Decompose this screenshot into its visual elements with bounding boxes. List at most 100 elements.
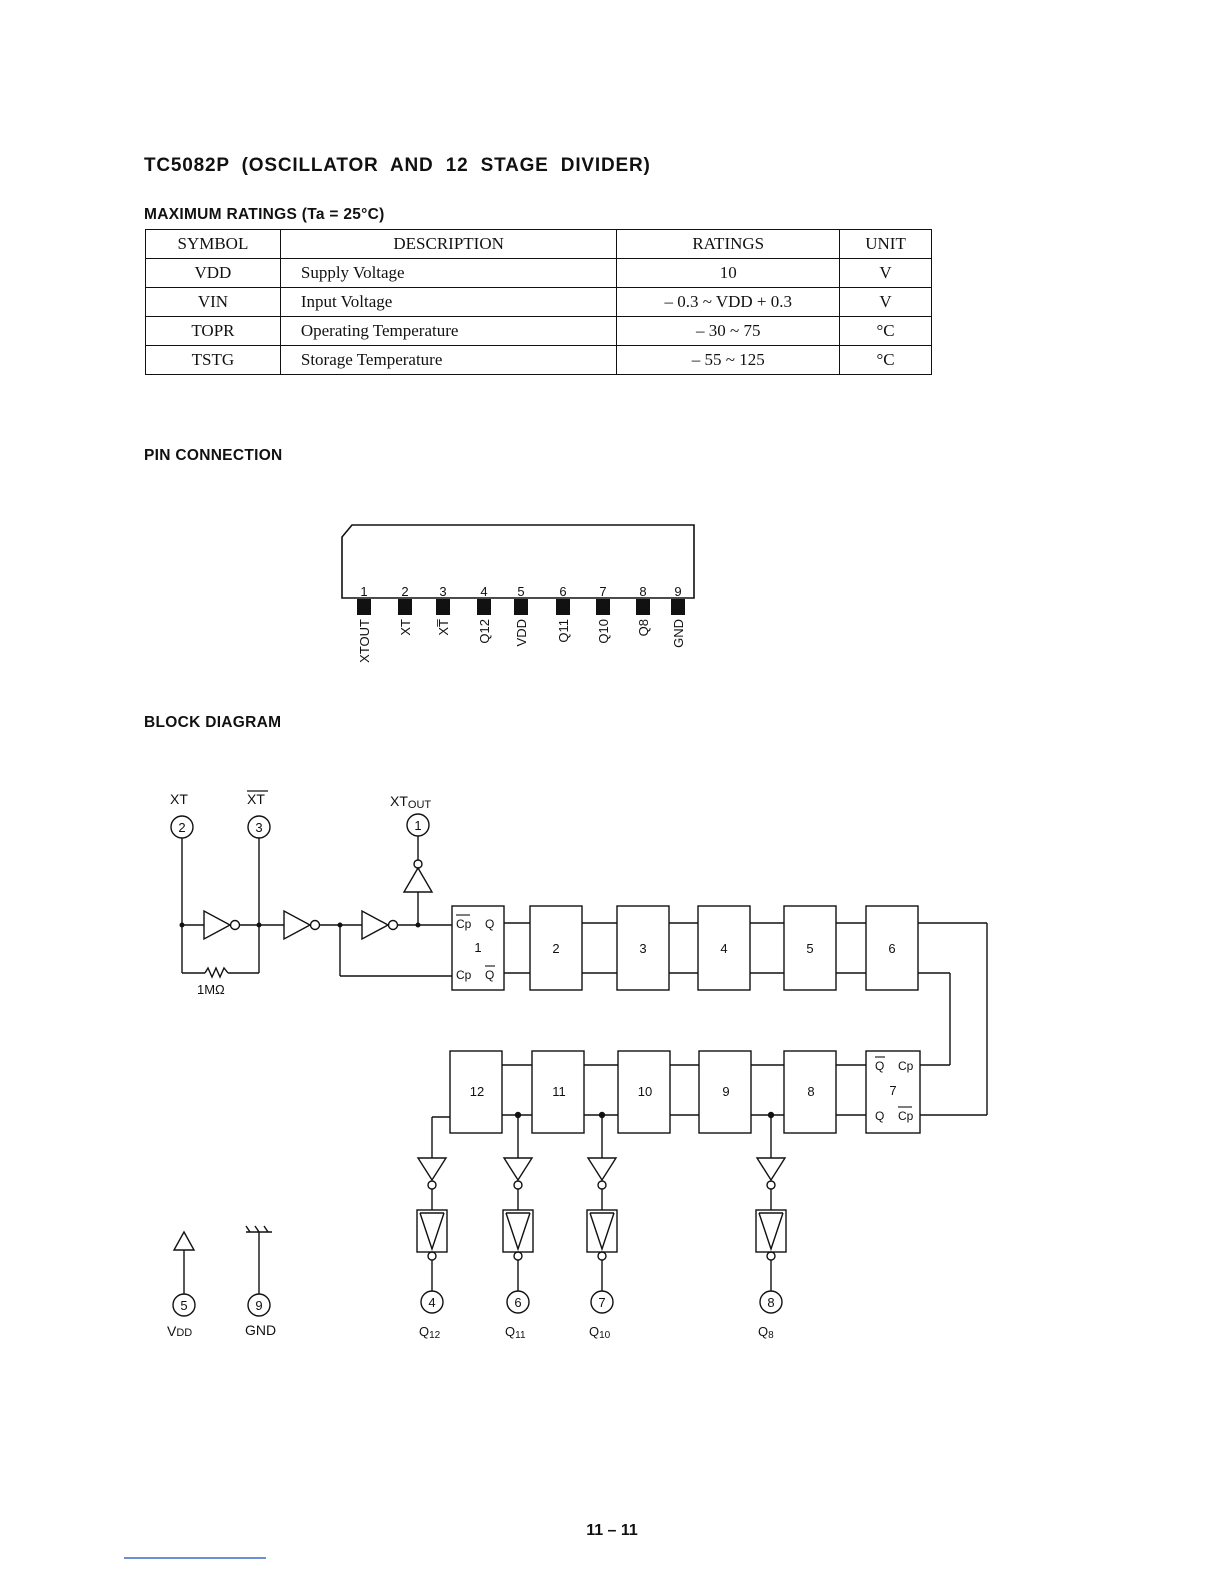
- cp-bar-label: Cp: [456, 917, 472, 931]
- table-row: VDD Supply Voltage 10 V: [145, 258, 932, 288]
- xt-label: XT: [170, 791, 188, 807]
- q-label: Q: [875, 1109, 884, 1123]
- stage-number: 7: [889, 1083, 896, 1098]
- divider-stage: [616, 905, 670, 991]
- pin-name: XTOUT: [357, 619, 372, 663]
- page-title: TC5082P (OSCILLATOR AND 12 STAGE DIVIDER…: [144, 155, 651, 176]
- output-label: Q8: [758, 1324, 774, 1341]
- pin-name: GND: [671, 619, 686, 648]
- stage-number: 12: [470, 1084, 484, 1099]
- stage-number: 4: [720, 941, 727, 956]
- pin-name: XT̅: [436, 619, 451, 636]
- stage-number: 9: [722, 1084, 729, 1099]
- block-diagram-heading: BLOCK DIAGRAM: [144, 714, 282, 731]
- scan-mark: [124, 1557, 266, 1559]
- pin-5-number: 5: [180, 1298, 187, 1313]
- resistor-icon: [204, 966, 229, 979]
- pin-number: 3: [439, 584, 446, 599]
- output-pin-number: 4: [428, 1295, 435, 1310]
- ratings-heading: MAXIMUM RATINGS (Ta = 25°C): [144, 206, 385, 223]
- divider-stage: [783, 905, 837, 991]
- symbol-cell: VDD: [145, 258, 281, 288]
- pin-2-number: 2: [178, 820, 185, 835]
- divider-stage: [617, 1050, 671, 1134]
- pin-lead: [398, 599, 412, 615]
- pin-circle: [247, 1293, 271, 1317]
- pin-lead: [556, 599, 570, 615]
- divider-stage: [865, 1050, 921, 1134]
- pin-number: 6: [559, 584, 566, 599]
- symbol-cell: VIN: [145, 287, 281, 317]
- divider-stage: [531, 1050, 585, 1134]
- buffer-icon: [586, 1157, 618, 1182]
- rating-cell: – 0.3 ~ VDD + 0.3: [616, 287, 841, 317]
- description-cell: Storage Temperature: [279, 345, 618, 375]
- stage-number: 2: [552, 941, 559, 956]
- description-cell: Operating Temperature: [279, 316, 618, 346]
- divider-stage: [783, 1050, 837, 1134]
- pin-name: XT: [398, 619, 413, 636]
- stage-number: 5: [806, 941, 813, 956]
- pin-number: 1: [360, 584, 367, 599]
- pin-name: Q10: [596, 619, 611, 644]
- rating-cell: 10: [616, 258, 841, 288]
- q-bar-label: Q: [875, 1059, 884, 1073]
- symbol-cell: TOPR: [145, 316, 281, 346]
- pin-number: 4: [480, 584, 487, 599]
- xtout-label: XTOUT: [390, 793, 431, 811]
- cp-label: Cp: [898, 1059, 914, 1073]
- xt-bar-label: XT: [247, 791, 265, 807]
- pin-connection-heading: PIN CONNECTION: [144, 447, 283, 464]
- pin-circle: [590, 1290, 614, 1314]
- divider-stage: [865, 905, 919, 991]
- buffer-icon: [402, 866, 434, 893]
- pin-circle: [759, 1290, 783, 1314]
- pin-name: VDD: [514, 619, 529, 646]
- output-pin-number: 6: [514, 1295, 521, 1310]
- pin-number: 5: [517, 584, 524, 599]
- page-number: 11 – 11: [586, 1522, 638, 1539]
- pin-lead: [596, 599, 610, 615]
- column-header: DESCRIPTION: [279, 229, 618, 259]
- pin-9-number: 9: [255, 1298, 262, 1313]
- rating-cell: – 55 ~ 125: [616, 345, 841, 375]
- output-label: Q12: [419, 1324, 441, 1341]
- column-header: UNIT: [839, 229, 932, 259]
- pin-circle: [420, 1290, 444, 1314]
- buffer-icon: [502, 1157, 534, 1182]
- output-label: Q10: [589, 1324, 611, 1341]
- description-cell: Supply Voltage: [279, 258, 618, 288]
- gnd-label: GND: [245, 1322, 276, 1338]
- rating-cell: – 30 ~ 75: [616, 316, 841, 346]
- pin-name: Q11: [556, 619, 571, 643]
- vdd-label: VDD: [167, 1323, 192, 1339]
- column-header: SYMBOL: [145, 229, 281, 259]
- symbol-cell: TSTG: [145, 345, 281, 375]
- stage-number: 8: [807, 1084, 814, 1099]
- table-row: TSTG Storage Temperature – 55 ~ 125 °C: [145, 345, 932, 375]
- cp-label: Cp: [456, 968, 472, 982]
- table-header-row: SYMBOL DESCRIPTION RATINGS UNIT: [145, 229, 932, 259]
- q-label: Q: [485, 917, 494, 931]
- pin-name: Q8: [636, 619, 651, 636]
- output-label: Q11: [505, 1324, 526, 1341]
- stage-number: 6: [888, 941, 895, 956]
- pin-1-number: 1: [414, 818, 421, 833]
- ic-package-outline: [341, 524, 695, 599]
- stage-number: 1: [474, 940, 481, 955]
- output-pin-number: 7: [598, 1295, 605, 1310]
- pin-number: 8: [639, 584, 646, 599]
- stage-number: 11: [552, 1084, 566, 1099]
- unit-cell: °C: [839, 316, 932, 346]
- resistor-label: 1MΩ: [197, 982, 225, 997]
- inverter-icon: [283, 909, 312, 941]
- divider-stage: [697, 905, 751, 991]
- pin-circle: [172, 1293, 196, 1317]
- pin-lead: [357, 599, 371, 615]
- ratings-table: SYMBOL DESCRIPTION RATINGS UNIT VDD Supp…: [145, 229, 932, 375]
- unit-cell: V: [839, 258, 932, 288]
- pin-3-number: 3: [255, 820, 262, 835]
- pin-number: 9: [674, 584, 681, 599]
- pin-number: 7: [599, 584, 606, 599]
